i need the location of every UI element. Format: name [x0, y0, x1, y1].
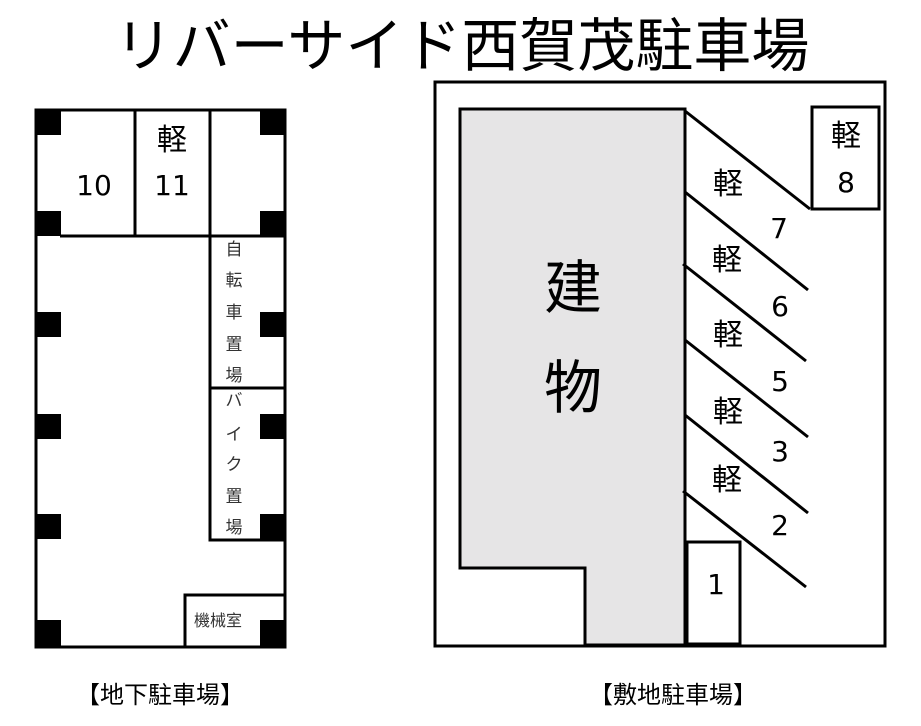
kei-label: 軽	[712, 463, 742, 498]
space-number-5: 5	[771, 365, 789, 398]
svg-text:場: 場	[226, 366, 243, 386]
space-1	[685, 540, 742, 646]
pillar	[36, 211, 61, 236]
pillar	[36, 514, 61, 539]
svg-text:バ: バ	[226, 391, 243, 411]
space-number-7: 7	[770, 212, 788, 245]
space-number-3: 3	[771, 435, 789, 468]
kei-label: 軽	[831, 119, 861, 154]
space-number-1: 1	[707, 568, 725, 601]
svg-text:転: 転	[226, 271, 243, 291]
page-title: リバーサイド西賀茂駐車場	[115, 12, 810, 80]
pillar	[260, 514, 285, 539]
building-label: 建	[544, 254, 602, 322]
space-number-6: 6	[771, 290, 789, 323]
svg-text:置: 置	[226, 487, 243, 507]
pillar	[260, 414, 285, 439]
kei-label: 軽	[713, 395, 743, 430]
pillar	[36, 312, 61, 337]
site-caption: 【敷地駐車場】	[589, 681, 757, 709]
space-number-2: 2	[771, 509, 789, 542]
svg-text:自: 自	[226, 240, 243, 260]
underground-parking: 10 軽 11 自 転 車 置 場 バ イ ク 置 場 機械室 【地下駐車場】	[34, 108, 287, 709]
svg-text:車: 車	[226, 303, 243, 323]
pillar	[36, 110, 61, 135]
kei-label: 軽	[712, 243, 742, 278]
diagonal-space-lines	[682, 109, 811, 589]
svg-text:場: 場	[226, 518, 243, 538]
site-parking: 建 物 軽 8 1 軽 軽 軽 軽 軽 7 6 5	[433, 80, 887, 709]
pillar	[260, 312, 285, 337]
pillar	[36, 414, 61, 439]
svg-text:ク: ク	[226, 455, 243, 475]
kei-label: 軽	[157, 123, 187, 158]
building-label: 物	[544, 354, 602, 422]
underground-caption: 【地下駐車場】	[76, 681, 244, 709]
angled-space-labels: 軽 軽 軽 軽 軽	[712, 167, 743, 498]
angled-space-numbers: 7 6 5 3 2	[770, 212, 789, 542]
pillar	[260, 620, 285, 647]
pillar	[260, 211, 285, 236]
space-number-11: 11	[154, 169, 190, 202]
bike-area-label: バ イ ク 置 場	[226, 391, 243, 538]
svg-text:イ: イ	[226, 425, 243, 445]
machine-room-label: 機械室	[194, 611, 242, 630]
pillar	[260, 110, 285, 135]
bicycle-area-label: 自 転 車 置 場	[226, 240, 243, 386]
svg-text:置: 置	[226, 335, 243, 355]
space-number-8: 8	[837, 166, 855, 199]
pillar	[36, 620, 61, 647]
kei-label: 軽	[713, 318, 743, 353]
space-number-10: 10	[76, 169, 112, 202]
space-8	[810, 105, 881, 211]
kei-label: 軽	[713, 167, 743, 202]
building	[458, 107, 687, 647]
